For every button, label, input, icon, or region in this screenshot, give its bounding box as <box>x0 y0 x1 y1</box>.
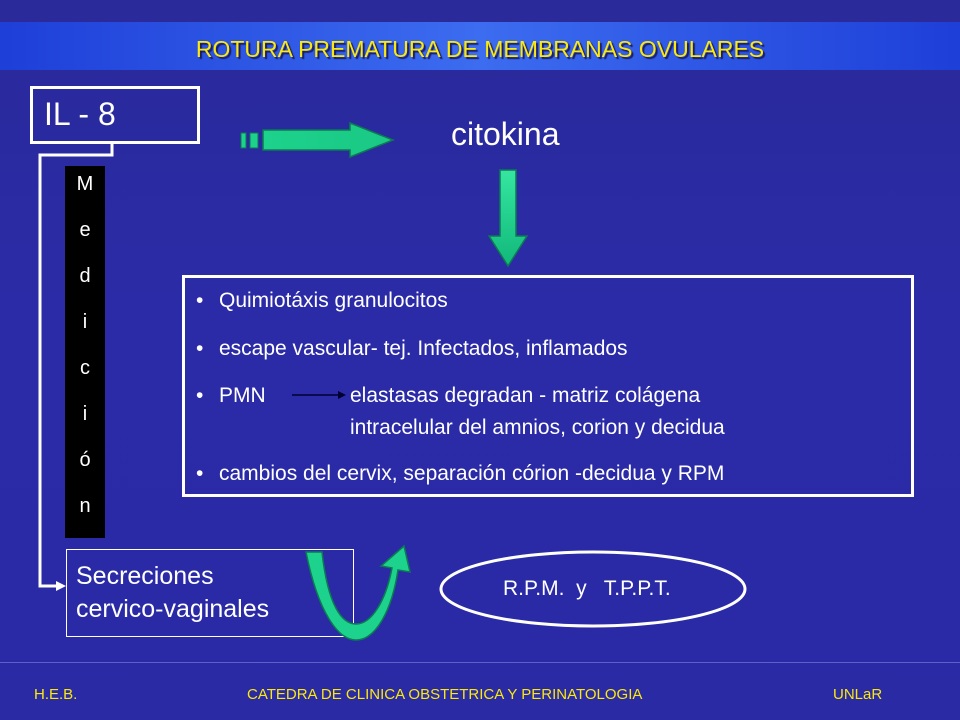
result-ellipse <box>439 550 747 628</box>
bullet-dot-icon: • <box>196 337 204 360</box>
il8-label: IL - 8 <box>44 96 116 132</box>
medicion-letter: i <box>82 403 88 425</box>
medicion-letter: e <box>79 219 91 241</box>
curved-arrow-icon <box>305 544 411 641</box>
medicion-bar: M e d i c i ó n <box>65 166 105 538</box>
result-label: R.P.M. y T.P.P.T. <box>503 577 671 600</box>
bullet-dot-icon: • <box>196 462 204 485</box>
connector-arrowhead-icon <box>56 581 66 591</box>
effect-text-pmn-result: elastasas degradan - matriz colágena <box>350 384 701 407</box>
medicion-letter: c <box>80 357 90 379</box>
down-arrow-icon <box>487 169 529 268</box>
effect-item: • PMN <box>196 384 266 408</box>
citokina-label: citokina <box>451 116 560 152</box>
medicion-letter: M <box>76 173 94 195</box>
slide-title: ROTURA PREMATURA DE MEMBRANAS OVULARES <box>195 36 765 62</box>
medicion-letter: i <box>82 311 88 333</box>
medicion-letter: n <box>79 495 91 517</box>
medicion-letter: ó <box>79 449 91 471</box>
secreciones-box <box>66 549 354 637</box>
medicion-letter: d <box>79 265 91 287</box>
footer-divider <box>0 662 960 663</box>
connector-line <box>38 143 114 588</box>
title-bar <box>0 22 960 70</box>
effect-text: cambios del cervix, separación córion -d… <box>219 462 725 485</box>
secreciones-line: cervico-vaginales <box>76 595 270 623</box>
effect-text: PMN <box>219 384 266 407</box>
striped-arrow-icon <box>240 121 396 159</box>
effect-text: escape vascular- tej. Infectados, inflam… <box>219 337 628 360</box>
footer-right: UNLaR <box>833 686 883 703</box>
effect-text: Quimiotáxis granulocitos <box>219 289 448 312</box>
pmn-arrowhead-icon <box>338 391 346 399</box>
footer-left: H.E.B. <box>34 686 78 703</box>
effect-item: • escape vascular- tej. Infectados, infl… <box>196 337 628 361</box>
bullet-dot-icon: • <box>196 384 204 407</box>
effect-text-continuation: intracelular del amnios, corion y decidu… <box>350 416 725 439</box>
effect-item: • Quimiotáxis granulocitos <box>196 289 448 313</box>
effect-item: • cambios del cervix, separación córion … <box>196 462 725 486</box>
il8-box <box>30 86 200 144</box>
bullet-dot-icon: • <box>196 289 204 312</box>
footer-center: CATEDRA DE CLINICA OBSTETRICA Y PERINATO… <box>247 686 643 703</box>
secreciones-line: Secreciones <box>76 562 214 590</box>
secreciones-label: Secreciones cervico-vaginales <box>76 560 269 626</box>
effects-box <box>182 275 914 497</box>
